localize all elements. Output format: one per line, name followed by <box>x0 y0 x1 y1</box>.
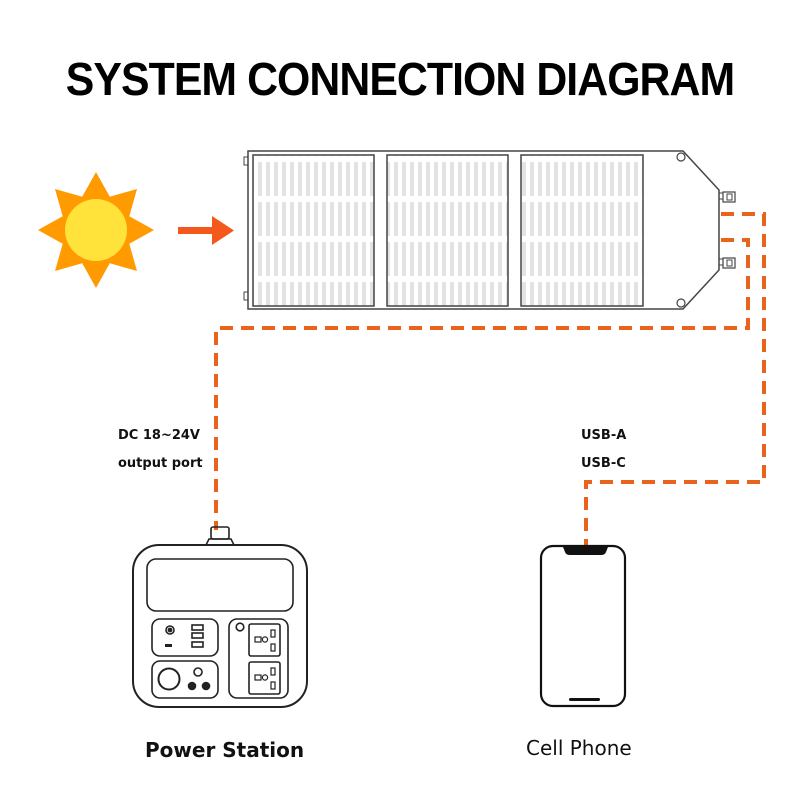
power-station-caption: Power Station <box>145 738 305 762</box>
page-title: SYSTEM CONNECTION DIAGRAM <box>65 53 735 105</box>
solar-panel-icon <box>243 150 736 310</box>
phone-home-bar <box>569 698 600 701</box>
sun-icon <box>38 172 154 288</box>
usb-label-line1: USB-A <box>581 428 627 443</box>
panel-connector-top <box>718 191 736 203</box>
usb-label-line2: USB-C <box>581 456 626 471</box>
solar-cell-1 <box>252 154 375 307</box>
solar-cell-3 <box>520 154 644 307</box>
dc-port-label-line1: DC 18~24V <box>118 428 200 443</box>
sun-core <box>65 199 127 261</box>
dc-port-label-line2: output port <box>118 456 203 471</box>
display-window <box>146 558 294 612</box>
ac-outlet-2 <box>248 661 281 695</box>
arrow-right-icon <box>178 216 234 245</box>
panel-connector-bottom <box>718 257 736 269</box>
dc-cable <box>214 238 750 530</box>
usb-cable <box>584 212 766 548</box>
cell-phone-caption: Cell Phone <box>526 736 632 760</box>
power-station-body <box>132 544 308 708</box>
phone-notch <box>563 547 608 555</box>
ac-outlet-1 <box>248 623 281 657</box>
power-station-icon <box>132 526 308 708</box>
solar-cell-2 <box>386 154 509 307</box>
cell-phone-icon <box>539 544 627 708</box>
